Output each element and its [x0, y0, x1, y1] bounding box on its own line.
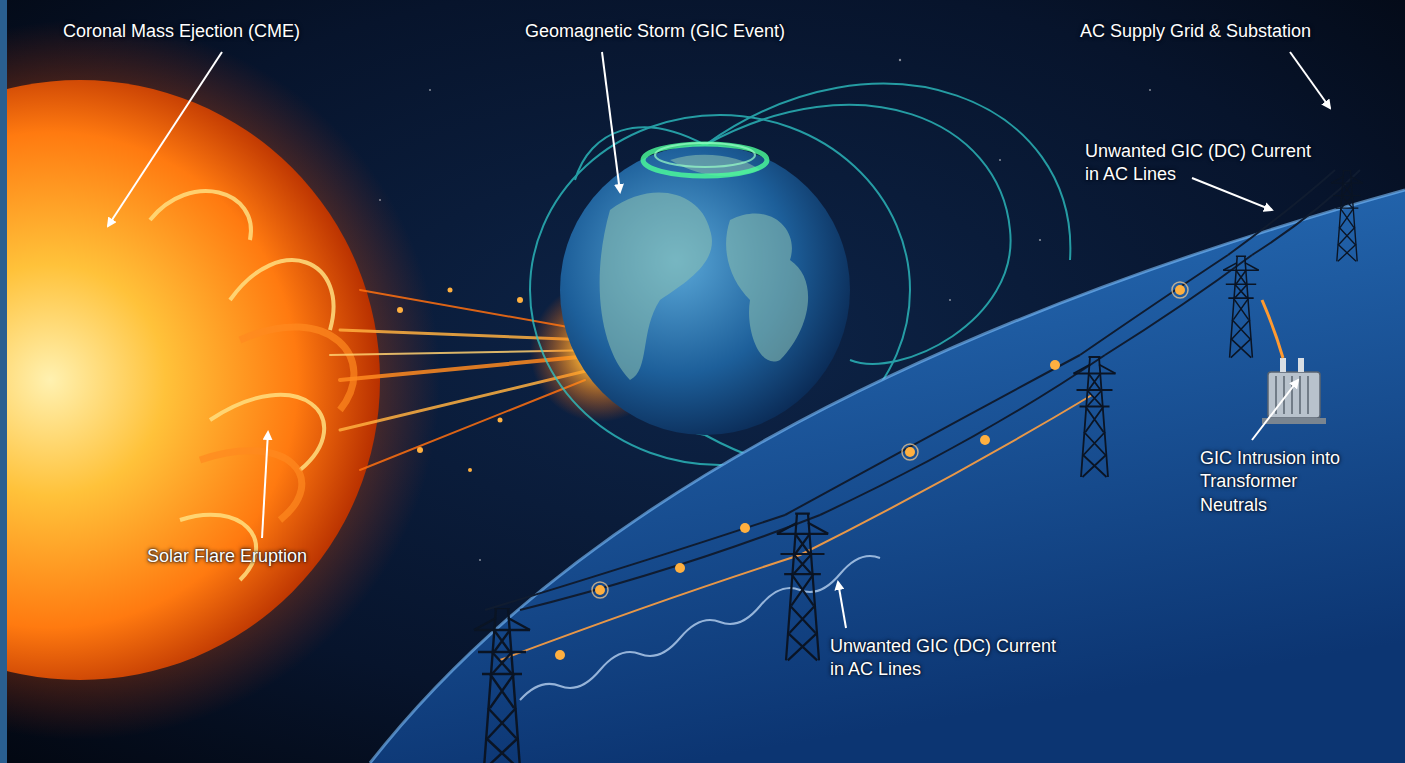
callout-label: AC Supply Grid & Substation — [1080, 20, 1380, 43]
callout-label: Solar Flare Eruption — [147, 545, 407, 568]
callout-label: Geomagnetic Storm (GIC Event) — [525, 20, 845, 43]
callout-label: Coronal Mass Ejection (CME) — [63, 20, 383, 43]
callout-label: Unwanted GIC (DC) Current in AC Lines — [1085, 140, 1325, 187]
callout-label: Unwanted GIC (DC) Current in AC Lines — [830, 635, 1070, 682]
callout-label: GIC Intrusion into Transformer Neutrals — [1200, 447, 1360, 517]
